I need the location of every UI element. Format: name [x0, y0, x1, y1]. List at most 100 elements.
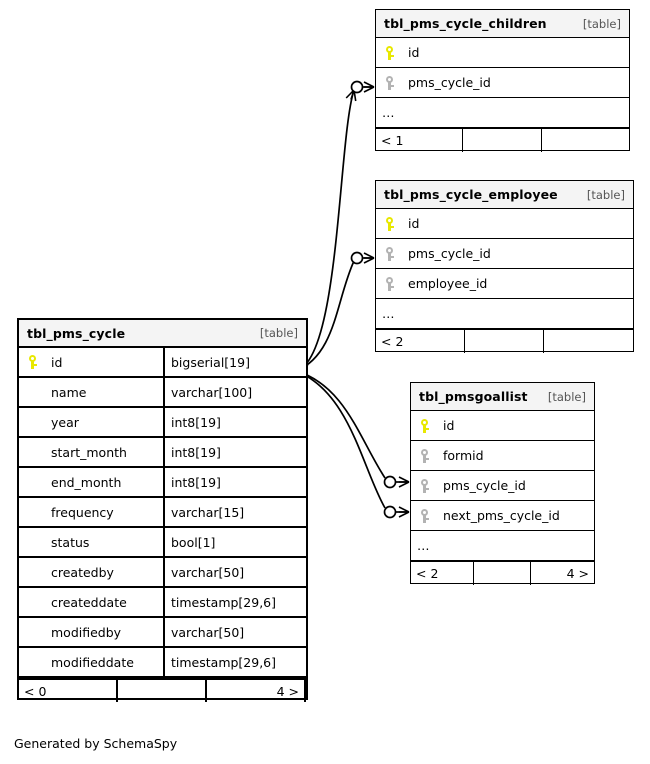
foreign-key-icon	[385, 246, 394, 261]
footer-parents-count: < 2	[411, 562, 475, 585]
table-header-tbl_pms_cycle: tbl_pms_cycle [table]	[19, 320, 306, 348]
table-name: tbl_pms_cycle_employee	[384, 187, 558, 202]
foreign-key-icon	[420, 508, 429, 523]
column-name-cell: end_month	[19, 468, 165, 496]
column-name: start_month	[51, 444, 127, 460]
column-name-cell: start_month	[19, 438, 165, 466]
column-row[interactable]: end_month int8[19]	[19, 468, 306, 498]
column-name: employee_id	[408, 276, 488, 291]
foreign-key-icon	[420, 448, 429, 463]
column-type: int8[19]	[171, 414, 221, 430]
column-name: next_pms_cycle_id	[443, 508, 560, 523]
column-row[interactable]: employee_id	[376, 269, 633, 299]
column-name-cell: pms_cycle_id	[376, 239, 633, 268]
column-row[interactable]: formid	[411, 441, 594, 471]
column-type: int8[19]	[171, 474, 221, 490]
foreign-key-icon	[420, 478, 429, 493]
table-type-tag: [table]	[259, 326, 298, 340]
table-name: tbl_pms_cycle	[27, 325, 126, 341]
column-row[interactable]: pms_cycle_id	[376, 239, 633, 269]
footer-middle-cell	[463, 129, 542, 152]
column-type: bigserial[19]	[171, 354, 250, 370]
table-header-tbl_pms_cycle_employee: tbl_pms_cycle_employee [table]	[376, 181, 633, 209]
more-columns-row: …	[411, 531, 594, 561]
column-row[interactable]: start_month int8[19]	[19, 438, 306, 468]
column-row[interactable]: id	[376, 209, 633, 239]
column-type: varchar[50]	[171, 624, 245, 640]
column-row[interactable]: pms_cycle_id	[411, 471, 594, 501]
column-name-cell: formid	[411, 441, 594, 470]
table-header-tbl_pmsgoallist: tbl_pmsgoallist[table]	[411, 383, 594, 411]
column-name: frequency	[51, 504, 114, 520]
table-tbl_pms_cycle_children[interactable]: tbl_pms_cycle_children [table] id pms_cycle…	[375, 9, 630, 152]
key-icon-cell	[376, 276, 402, 291]
column-name: status	[51, 534, 90, 550]
column-row[interactable]: name varchar[100]	[19, 378, 306, 408]
column-name: createdby	[51, 564, 114, 580]
column-row[interactable]: id	[411, 411, 594, 441]
table-footer-tbl_pmsgoallist: < 2 4 >	[411, 561, 594, 585]
table-header-tbl_pms_cycle_children: tbl_pms_cycle_children [table]	[376, 10, 629, 38]
key-icon-cell	[411, 508, 437, 523]
table-type-tag: [table]	[586, 187, 625, 202]
column-name-cell: name	[19, 378, 165, 406]
column-name: id	[408, 216, 420, 231]
footer-children-count	[544, 330, 633, 353]
column-row[interactable]: modifiedby varchar[50]	[19, 618, 306, 648]
column-name: pms_cycle_id	[408, 75, 491, 90]
footer-children-count: 4 >	[207, 680, 306, 702]
footer-parents-count: < 2	[376, 330, 465, 353]
footer-parents-count: < 0	[19, 680, 118, 702]
column-row[interactable]: id	[376, 38, 629, 68]
column-name: modifiedby	[51, 624, 122, 640]
column-row[interactable]: year int8[19]	[19, 408, 306, 438]
column-name: formid	[443, 448, 484, 463]
ellipsis-label: …	[382, 105, 396, 120]
footer-middle-cell	[474, 562, 531, 585]
column-row[interactable]: pms_cycle_id	[376, 68, 629, 98]
column-name: id	[408, 45, 420, 60]
column-name: pms_cycle_id	[408, 246, 491, 261]
column-name-cell: pms_cycle_id	[411, 471, 594, 500]
column-name-cell: employee_id	[376, 269, 633, 298]
table-tbl_pms_cycle[interactable]: tbl_pms_cycle [table] id bigserial[19] name v…	[17, 318, 308, 702]
foreign-key-icon	[385, 276, 394, 291]
column-name-cell: id	[19, 348, 165, 376]
column-name-cell: id	[376, 38, 629, 67]
table-tbl_pmsgoallist[interactable]: tbl_pmsgoallist[table]id formid pms_cycle_…	[410, 382, 595, 585]
table-footer-tbl_pms_cycle: < 0 4 >	[19, 678, 306, 702]
key-icon-cell	[376, 246, 402, 261]
footer-middle-cell	[465, 330, 545, 353]
column-type: varchar[100]	[171, 384, 253, 400]
key-icon-cell	[19, 355, 45, 369]
column-row[interactable]: next_pms_cycle_id	[411, 501, 594, 531]
column-name: createddate	[51, 594, 127, 610]
more-columns-row: …	[376, 98, 629, 128]
column-name: pms_cycle_id	[443, 478, 526, 493]
table-name: tbl_pms_cycle_children	[384, 16, 547, 31]
primary-key-icon	[420, 418, 429, 433]
column-name-cell: frequency	[19, 498, 165, 526]
table-type-tag: [table]	[582, 16, 621, 31]
column-type: int8[19]	[171, 444, 221, 460]
footer-middle-cell	[118, 680, 207, 702]
table-footer-tbl_pms_cycle_employee: < 2	[376, 329, 633, 353]
column-name-cell: year	[19, 408, 165, 436]
footer-children-count	[542, 129, 629, 152]
table-tbl_pms_cycle_employee[interactable]: tbl_pms_cycle_employee [table] id pms_cycle…	[375, 180, 634, 353]
key-icon-cell	[376, 75, 402, 90]
column-row[interactable]: createdby varchar[50]	[19, 558, 306, 588]
table-footer-tbl_pms_cycle_children: < 1	[376, 128, 629, 152]
column-type: timestamp[29,6]	[171, 654, 277, 670]
column-name: year	[51, 414, 79, 430]
column-name: name	[51, 384, 87, 400]
column-type: varchar[50]	[171, 564, 245, 580]
column-row[interactable]: id bigserial[19]	[19, 348, 306, 378]
key-icon-cell	[411, 478, 437, 493]
column-name: end_month	[51, 474, 122, 490]
footer-children-count: 4 >	[566, 566, 589, 581]
